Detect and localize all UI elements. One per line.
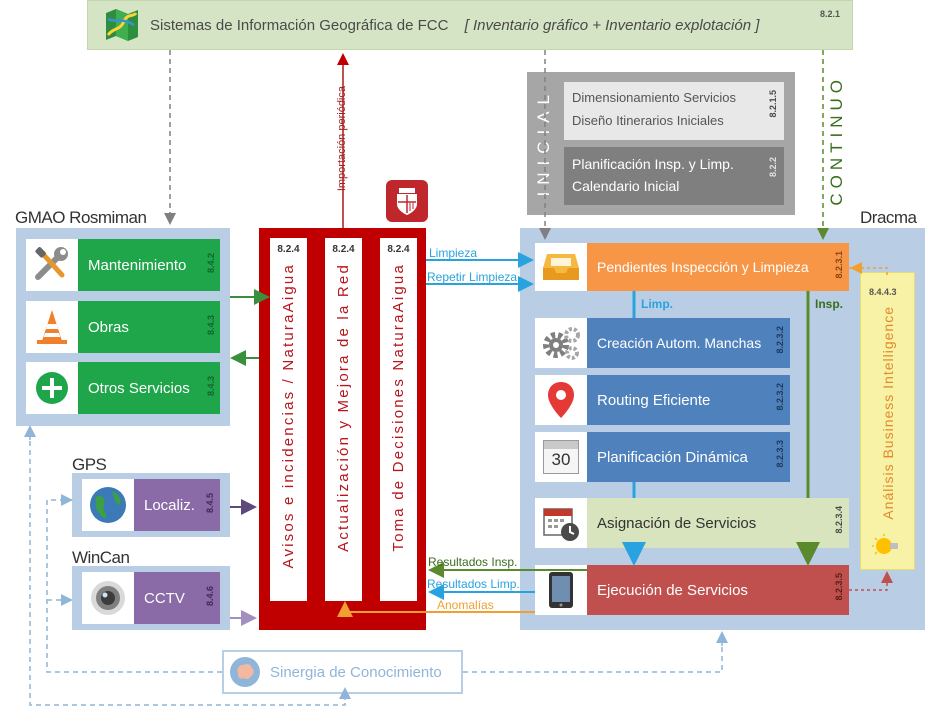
toma-decisiones-code: 8.2.4 [387, 244, 410, 255]
planificacion-dinamica-label: Planificación Dinámica [597, 448, 748, 466]
dimensionamiento-box[interactable]: Dimensionamiento Servicios Diseño Itiner… [564, 82, 784, 140]
actualizacion-column[interactable]: 8.2.4 Actualización y Mejora de la Red [325, 238, 362, 601]
insp-label: Insp. [815, 297, 844, 311]
repetir-limpieza-flow-label: Repetir Limpieza [427, 270, 518, 284]
header-title: Sistemas de Información Geográfica de FC… [150, 17, 759, 34]
tablet-icon-box [535, 565, 587, 615]
globe-icon-box [82, 479, 134, 531]
gmao-title: GMAO Rosmiman [15, 208, 147, 227]
gears-icon-box [535, 318, 587, 368]
cctv-item[interactable]: CCTV 8.4.6 [134, 572, 220, 624]
resultados-insp-flow-label: Resultados Insp. [428, 555, 518, 569]
otros-icon-box [26, 362, 78, 414]
planificacion-inicial-box[interactable]: Planificación Insp. y Limp. Calendario I… [564, 147, 784, 205]
limpieza-flow-label: Limpieza [429, 246, 478, 260]
toma-decisiones-column[interactable]: 8.2.4 Toma de Decisiones NaturaAigua [380, 238, 417, 601]
planificacion-inicial-line2: Calendario Inicial [572, 178, 680, 194]
dracma-title: Dracma [860, 208, 917, 227]
barcelona-crest-icon [397, 188, 417, 215]
map-pin-icon [548, 382, 574, 418]
ejecucion-item[interactable]: Ejecución de Servicios 8.2.3.5 [587, 565, 849, 615]
avisos-code: 8.2.4 [277, 244, 300, 255]
pin-icon-box [535, 375, 587, 425]
obras-label: Obras [88, 318, 129, 336]
gis-header: Sistemas de Información Geográfica de FC… [87, 0, 853, 50]
pendientes-item[interactable]: Pendientes Inspección y Limpieza 8.2.3.1 [587, 243, 849, 291]
otros-servicios-label: Otros Servicios [88, 379, 190, 397]
obras-item[interactable]: Obras 8.4.3 [78, 301, 220, 353]
schedule-icon-box [535, 498, 587, 548]
import-label-text: Importación periódica [336, 86, 348, 192]
calendar-icon-box: 30 [535, 432, 587, 482]
actualizacion-code: 8.2.4 [332, 244, 355, 255]
header-code: 8.2.1 [819, 9, 840, 19]
header-subtitle: [ Inventario gráfico + Inventario explot… [464, 16, 760, 34]
header-title-text: Sistemas de Información Geográfica de FC… [150, 16, 449, 34]
camera-icon-box [82, 572, 134, 624]
gis-map-icon [104, 7, 140, 43]
cctv-camera-icon [91, 581, 125, 615]
planificacion-dinamica-item[interactable]: Planificación Dinámica 8.2.3.3 [587, 432, 790, 482]
brain-icon [230, 657, 260, 687]
dracma-panel [520, 228, 925, 630]
gps-title: GPS [72, 455, 107, 474]
creacion-manchas-label: Creación Autom. Manchas [597, 335, 762, 351]
tablet-icon [549, 572, 573, 608]
dimensionamiento-line2: Diseño Itinerarios Iniciales [572, 113, 724, 128]
otros-servicios-item[interactable]: Otros Servicios 8.4.3 [78, 362, 220, 414]
schedule-calendar-icon [543, 508, 579, 541]
calendar-icon: 30 [543, 440, 579, 474]
plus-circle-icon [36, 372, 68, 404]
inbox-tray-icon [543, 254, 579, 280]
tools-icon [35, 247, 68, 280]
barcelona-logo [386, 180, 428, 222]
traffic-cone-icon [37, 310, 67, 344]
calendar-day: 30 [551, 450, 571, 469]
creacion-manchas-item[interactable]: Creación Autom. Manchas 8.2.3.2 [587, 318, 790, 368]
wincan-title: WinCan [72, 548, 130, 567]
inbox-icon-box [535, 243, 587, 291]
import-label: Importación periódica [330, 64, 354, 214]
avisos-column[interactable]: 8.2.4 Avisos e incidencias / NaturaAigua [270, 238, 307, 601]
asignacion-item[interactable]: Asignación de Servicios 8.2.3.4 [587, 498, 849, 548]
limp-label: Limp. [641, 297, 673, 311]
resultados-limp-flow-label: Resultados Limp. [427, 577, 520, 591]
mantenimiento-item[interactable]: Mantenimiento 8.4.2 [78, 239, 220, 291]
mantenimiento-label: Mantenimiento [88, 256, 187, 274]
dimensionamiento-line1: Dimensionamiento Servicios [572, 90, 737, 105]
cctv-label: CCTV [144, 589, 185, 607]
mantenimiento-icon-box [26, 239, 78, 291]
obras-icon-box [26, 301, 78, 353]
gears-icon [543, 327, 580, 360]
pendientes-label: Pendientes Inspección y Limpieza [597, 259, 809, 275]
bi-panel[interactable] [860, 272, 915, 570]
bi-code: 8.4.4.3 [869, 287, 897, 297]
asignacion-label: Asignación de Servicios [597, 514, 757, 532]
routing-label: Routing Eficiente [597, 391, 711, 409]
lightbulb-icon [872, 533, 900, 561]
localiz-label: Localiz. [144, 496, 195, 514]
routing-item[interactable]: Routing Eficiente 8.2.3.2 [587, 375, 790, 425]
ejecucion-label: Ejecución de Servicios [597, 581, 748, 599]
localiz-item[interactable]: Localiz. 8.4.5 [134, 479, 220, 531]
sinergia-label: Sinergia de Conocimiento [270, 663, 442, 681]
planificacion-inicial-line1: Planificación Insp. y Limp. [572, 156, 734, 172]
anomalias-flow-label: Anomalías [437, 598, 494, 612]
globe-icon [90, 487, 126, 523]
